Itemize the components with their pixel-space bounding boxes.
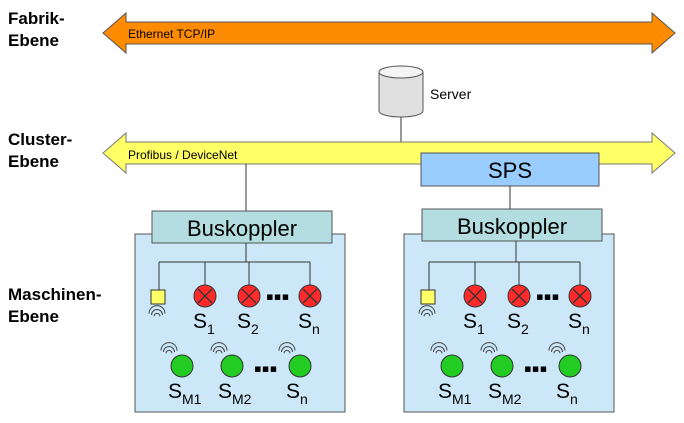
wireless-sensor-1: SM1 (430, 342, 472, 407)
wireless-icon-arc (210, 342, 228, 351)
wireless-sensor-label: SM2 (218, 380, 252, 407)
wireless-icon (278, 342, 296, 354)
wireless-icon-arc (281, 346, 293, 353)
ethernet-bus-arrow (102, 11, 676, 55)
wireless-sensor-3: Sn (548, 342, 582, 407)
wireless-sensor-circle (170, 354, 194, 378)
wireless-icon-arc (153, 312, 161, 317)
wireless-sensor-1: SM1 (160, 342, 202, 407)
level-fabrik-line1: Fabrik- (8, 9, 65, 28)
wireless-icon-arc (553, 349, 561, 354)
level-maschinen-line2: Ebene (8, 307, 59, 326)
level-cluster-line1: Cluster- (8, 130, 72, 149)
sensor-label: S2 (237, 310, 259, 337)
sensor-cross (572, 288, 588, 304)
wireless-sensor-circle (558, 354, 582, 378)
sensor-label: Sn (298, 310, 320, 337)
wireless-icon (210, 342, 228, 354)
wireless-sensor-2: SM2 (480, 342, 522, 407)
wireless-icon-arc (423, 312, 431, 317)
transmitter-square (150, 289, 166, 305)
sensor-cross (197, 288, 213, 304)
wireless-icon-arc (165, 349, 173, 354)
wireless-icon-arc (551, 346, 563, 353)
wireless-icon-arc (283, 349, 291, 354)
wireless-icon-arc (548, 342, 566, 351)
wireless-sensor-2: SM2 (210, 342, 252, 407)
sensor-label: S1 (193, 310, 215, 337)
profibus-bus-label: Profibus / DeviceNet (128, 148, 238, 162)
wireless-icon (148, 305, 166, 317)
buskoppler-box (151, 210, 333, 244)
sensor-label: S2 (507, 310, 529, 337)
wireless-sensor-label: SM1 (438, 380, 472, 407)
wireless-icon-arc (278, 342, 296, 351)
server-label: Server (430, 86, 472, 102)
wireless-icon-arc (148, 305, 166, 314)
wireless-icon (480, 342, 498, 354)
wireless-sensor-3: Sn (278, 342, 312, 407)
wireless-sensor-label: SM2 (488, 380, 522, 407)
server-icon (378, 65, 424, 118)
level-fabrik-line2: Ebene (8, 31, 59, 50)
sensor-3: Sn (298, 284, 322, 337)
wireless-icon (548, 342, 566, 354)
sensor-cross (467, 288, 483, 304)
level-cluster-line2: Ebene (8, 152, 59, 171)
wireless-icon-arc (430, 342, 448, 351)
transmitter-square (420, 289, 436, 305)
wireless-sensor-circle (220, 354, 244, 378)
wireless-icon-arc (433, 346, 445, 353)
wireless-icon-arc (215, 349, 223, 354)
wireless-icon-arc (480, 342, 498, 351)
sensor-1: S1 (193, 284, 217, 337)
wireless-icon (418, 305, 436, 317)
sensor-2: S2 (237, 284, 261, 337)
sensor-cross (511, 288, 527, 304)
sensor-3: Sn (568, 284, 592, 337)
sensor-ellipsis: ▪▪▪ (266, 284, 289, 309)
wireless-sensor-circle (440, 354, 464, 378)
wireless-icon-arc (213, 346, 225, 353)
level-maschinen-line1: Maschinen- (8, 285, 102, 304)
wireless-icon-arc (483, 346, 495, 353)
wireless-icon-arc (435, 349, 443, 354)
buskoppler-label: Buskoppler (457, 214, 567, 239)
ethernet-bus-label: Ethernet TCP/IP (128, 27, 215, 41)
wireless-sensor-label: SM1 (168, 380, 202, 407)
wireless-icon-arc (485, 349, 493, 354)
buskoppler-label: Buskoppler (187, 216, 297, 241)
sensor-cross (302, 288, 318, 304)
sps-box (420, 152, 600, 187)
wireless-ellipsis: ▪▪▪ (524, 356, 547, 381)
sps-label: SPS (488, 158, 532, 183)
sensor-label: S1 (463, 310, 485, 337)
buskoppler-box (421, 208, 603, 242)
wireless-sensor-label: Sn (556, 380, 578, 407)
wireless-icon-arc (151, 309, 163, 316)
wireless-icon-arc (418, 305, 436, 314)
sensor-ellipsis: ▪▪▪ (536, 284, 559, 309)
sensor-label: Sn (568, 310, 590, 337)
wireless-sensor-circle (288, 354, 312, 378)
wireless-icon-arc (421, 309, 433, 316)
sensor-1: S1 (463, 284, 487, 337)
wireless-icon-arc (163, 346, 175, 353)
wireless-sensor-label: Sn (286, 380, 308, 407)
wireless-icon (160, 342, 178, 354)
wireless-icon-arc (160, 342, 178, 351)
machine-cell-box (403, 233, 615, 413)
wireless-sensor-circle (490, 354, 514, 378)
wireless-icon (430, 342, 448, 354)
sensor-2: S2 (507, 284, 531, 337)
sensor-cross (241, 288, 257, 304)
wireless-ellipsis: ▪▪▪ (254, 356, 277, 381)
